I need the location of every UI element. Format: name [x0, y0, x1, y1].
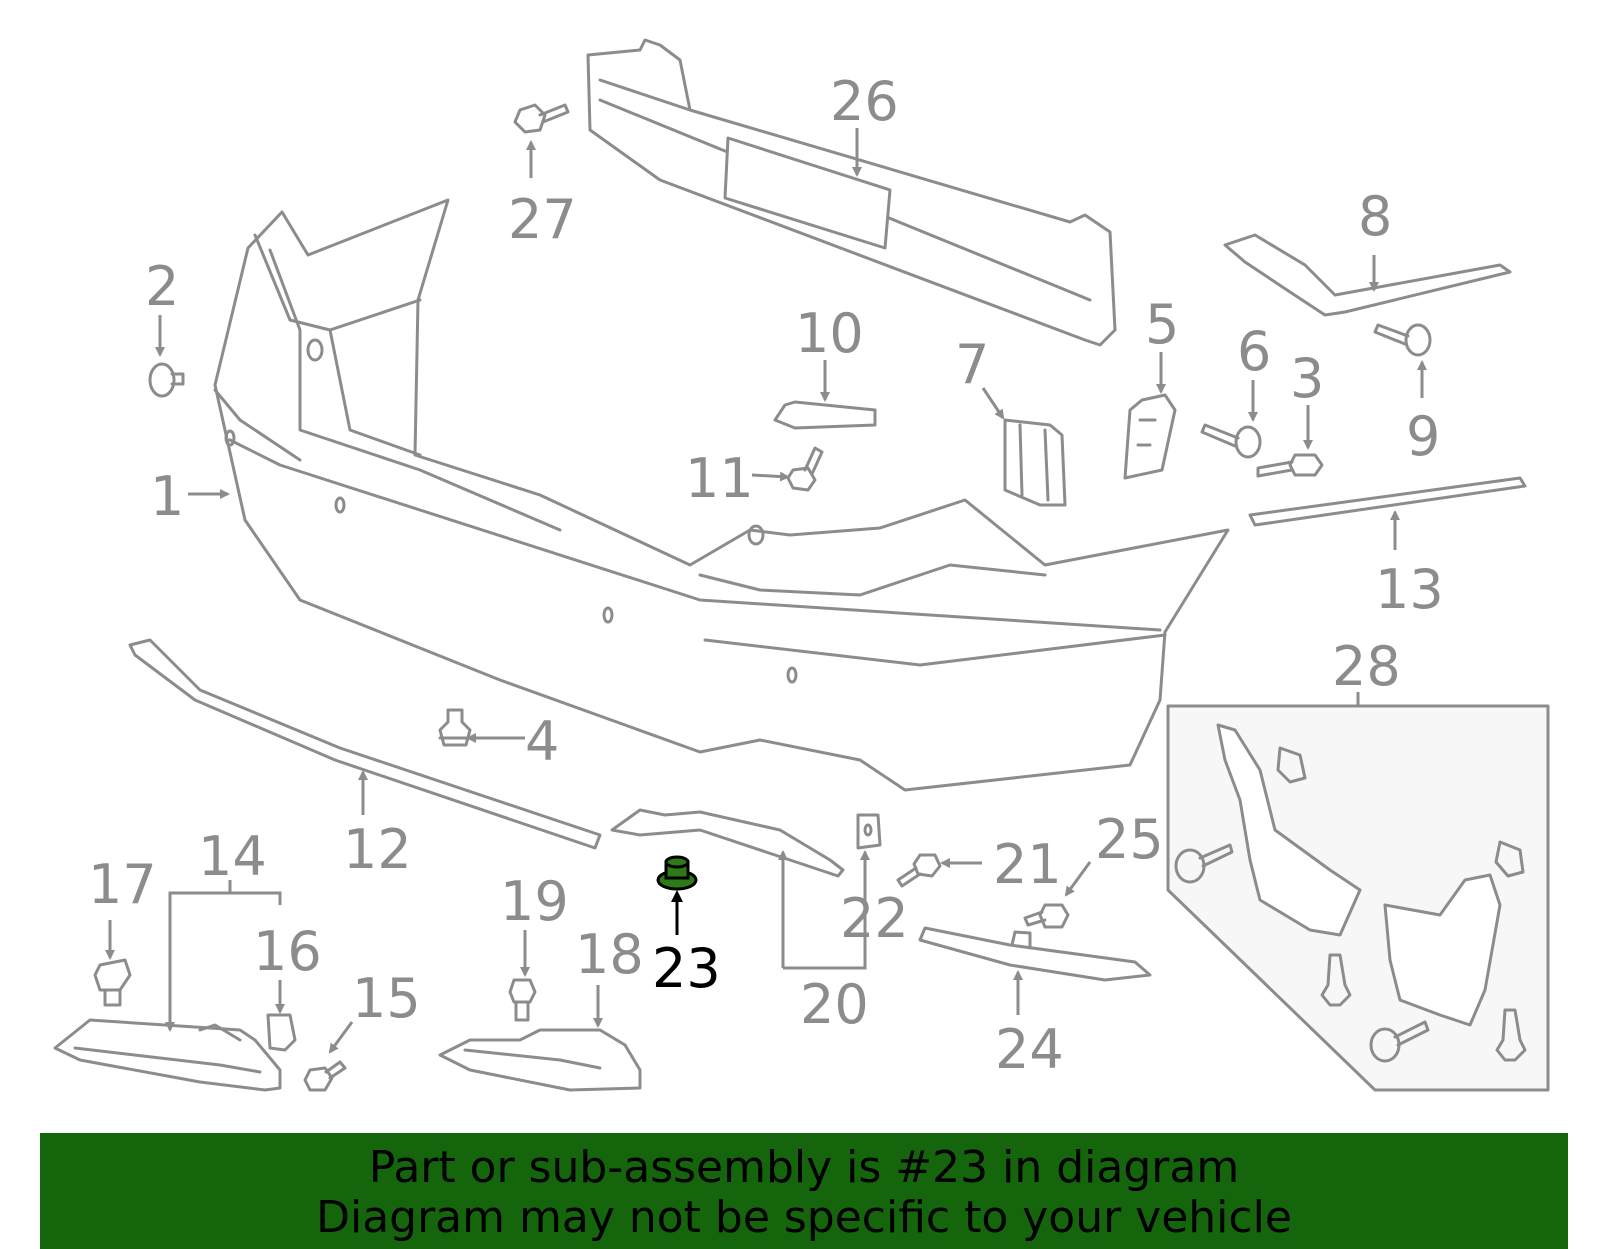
- callout-16: 16: [253, 920, 322, 983]
- callout-7: 7: [955, 333, 989, 396]
- part-1-bumper-cover: [213, 198, 1230, 792]
- callout-2: 2: [145, 255, 179, 318]
- part-21-bolt: [896, 853, 942, 888]
- leader-lines: [105, 128, 1427, 1054]
- callout-14: 14: [198, 825, 267, 888]
- callout-21: 21: [993, 833, 1062, 896]
- banner-line-part-info: Part or sub-assembly is #23 in diagram: [368, 1142, 1240, 1193]
- part-3-bolt: [1256, 453, 1324, 478]
- callout-24: 24: [995, 1018, 1064, 1081]
- callout-25: 25: [1095, 808, 1164, 871]
- callout-5: 5: [1145, 293, 1179, 356]
- callout-17: 17: [88, 853, 157, 916]
- part-27-bolt: [513, 103, 570, 134]
- info-banner: Part or sub-assembly is #23 in diagram D…: [40, 1133, 1568, 1249]
- part-19-bolt: [508, 978, 537, 1022]
- callout-26: 26: [830, 70, 899, 133]
- part-6-screw: [1200, 423, 1262, 459]
- callout-3: 3: [1290, 347, 1324, 410]
- callout-labels: 1 2 3 4 5 6 7 8 9 10 11 12 13 14 15 16 1…: [88, 70, 1444, 1081]
- part-12-lower-molding: [128, 638, 602, 850]
- part-13-side-molding: [1248, 476, 1527, 527]
- callout-23: 23: [652, 937, 721, 1000]
- part-20-lower-bracket: [610, 808, 845, 878]
- callout-28: 28: [1332, 635, 1401, 698]
- part-16-clip: [266, 1013, 297, 1052]
- callout-20: 20: [800, 973, 869, 1036]
- callout-13: 13: [1375, 558, 1444, 621]
- callout-10: 10: [795, 302, 864, 365]
- part-23-push-clip: [656, 855, 698, 891]
- callout-12: 12: [343, 818, 412, 881]
- part-8-upper-rail: [1223, 233, 1512, 317]
- part-17-clip: [93, 958, 132, 1007]
- part-22-clip: [856, 813, 882, 850]
- callout-9: 9: [1406, 405, 1440, 468]
- callout-11: 11: [685, 447, 754, 510]
- callout-4: 4: [525, 710, 559, 773]
- callout-19: 19: [500, 870, 569, 933]
- part-25-bolt: [1023, 903, 1070, 929]
- part-18-lamp: [438, 1028, 642, 1092]
- callout-6: 6: [1237, 320, 1271, 383]
- part-10-bracket: [773, 400, 877, 430]
- part-26-reinforcement-beam: [586, 38, 1117, 347]
- part-7-bracket: [1003, 418, 1067, 507]
- part-2-clip: [148, 362, 185, 398]
- part-4-clip: [438, 708, 472, 747]
- callout-22: 22: [840, 887, 909, 950]
- banner-line-disclaimer: Diagram may not be specific to your vehi…: [316, 1192, 1292, 1243]
- part-5-bracket: [1123, 393, 1177, 480]
- part-24-reflector: [918, 926, 1152, 982]
- part-9-screw: [1373, 323, 1432, 357]
- part-14-lamp: [53, 1018, 282, 1092]
- callout-27: 27: [508, 188, 577, 251]
- part-11-bolt: [786, 446, 824, 492]
- part-28-mudflap-kit: [1166, 704, 1550, 1092]
- callout-8: 8: [1358, 185, 1392, 248]
- callout-15: 15: [352, 967, 421, 1030]
- callout-1: 1: [150, 465, 184, 528]
- part-15-bolt: [303, 1060, 347, 1092]
- callout-18: 18: [575, 923, 644, 986]
